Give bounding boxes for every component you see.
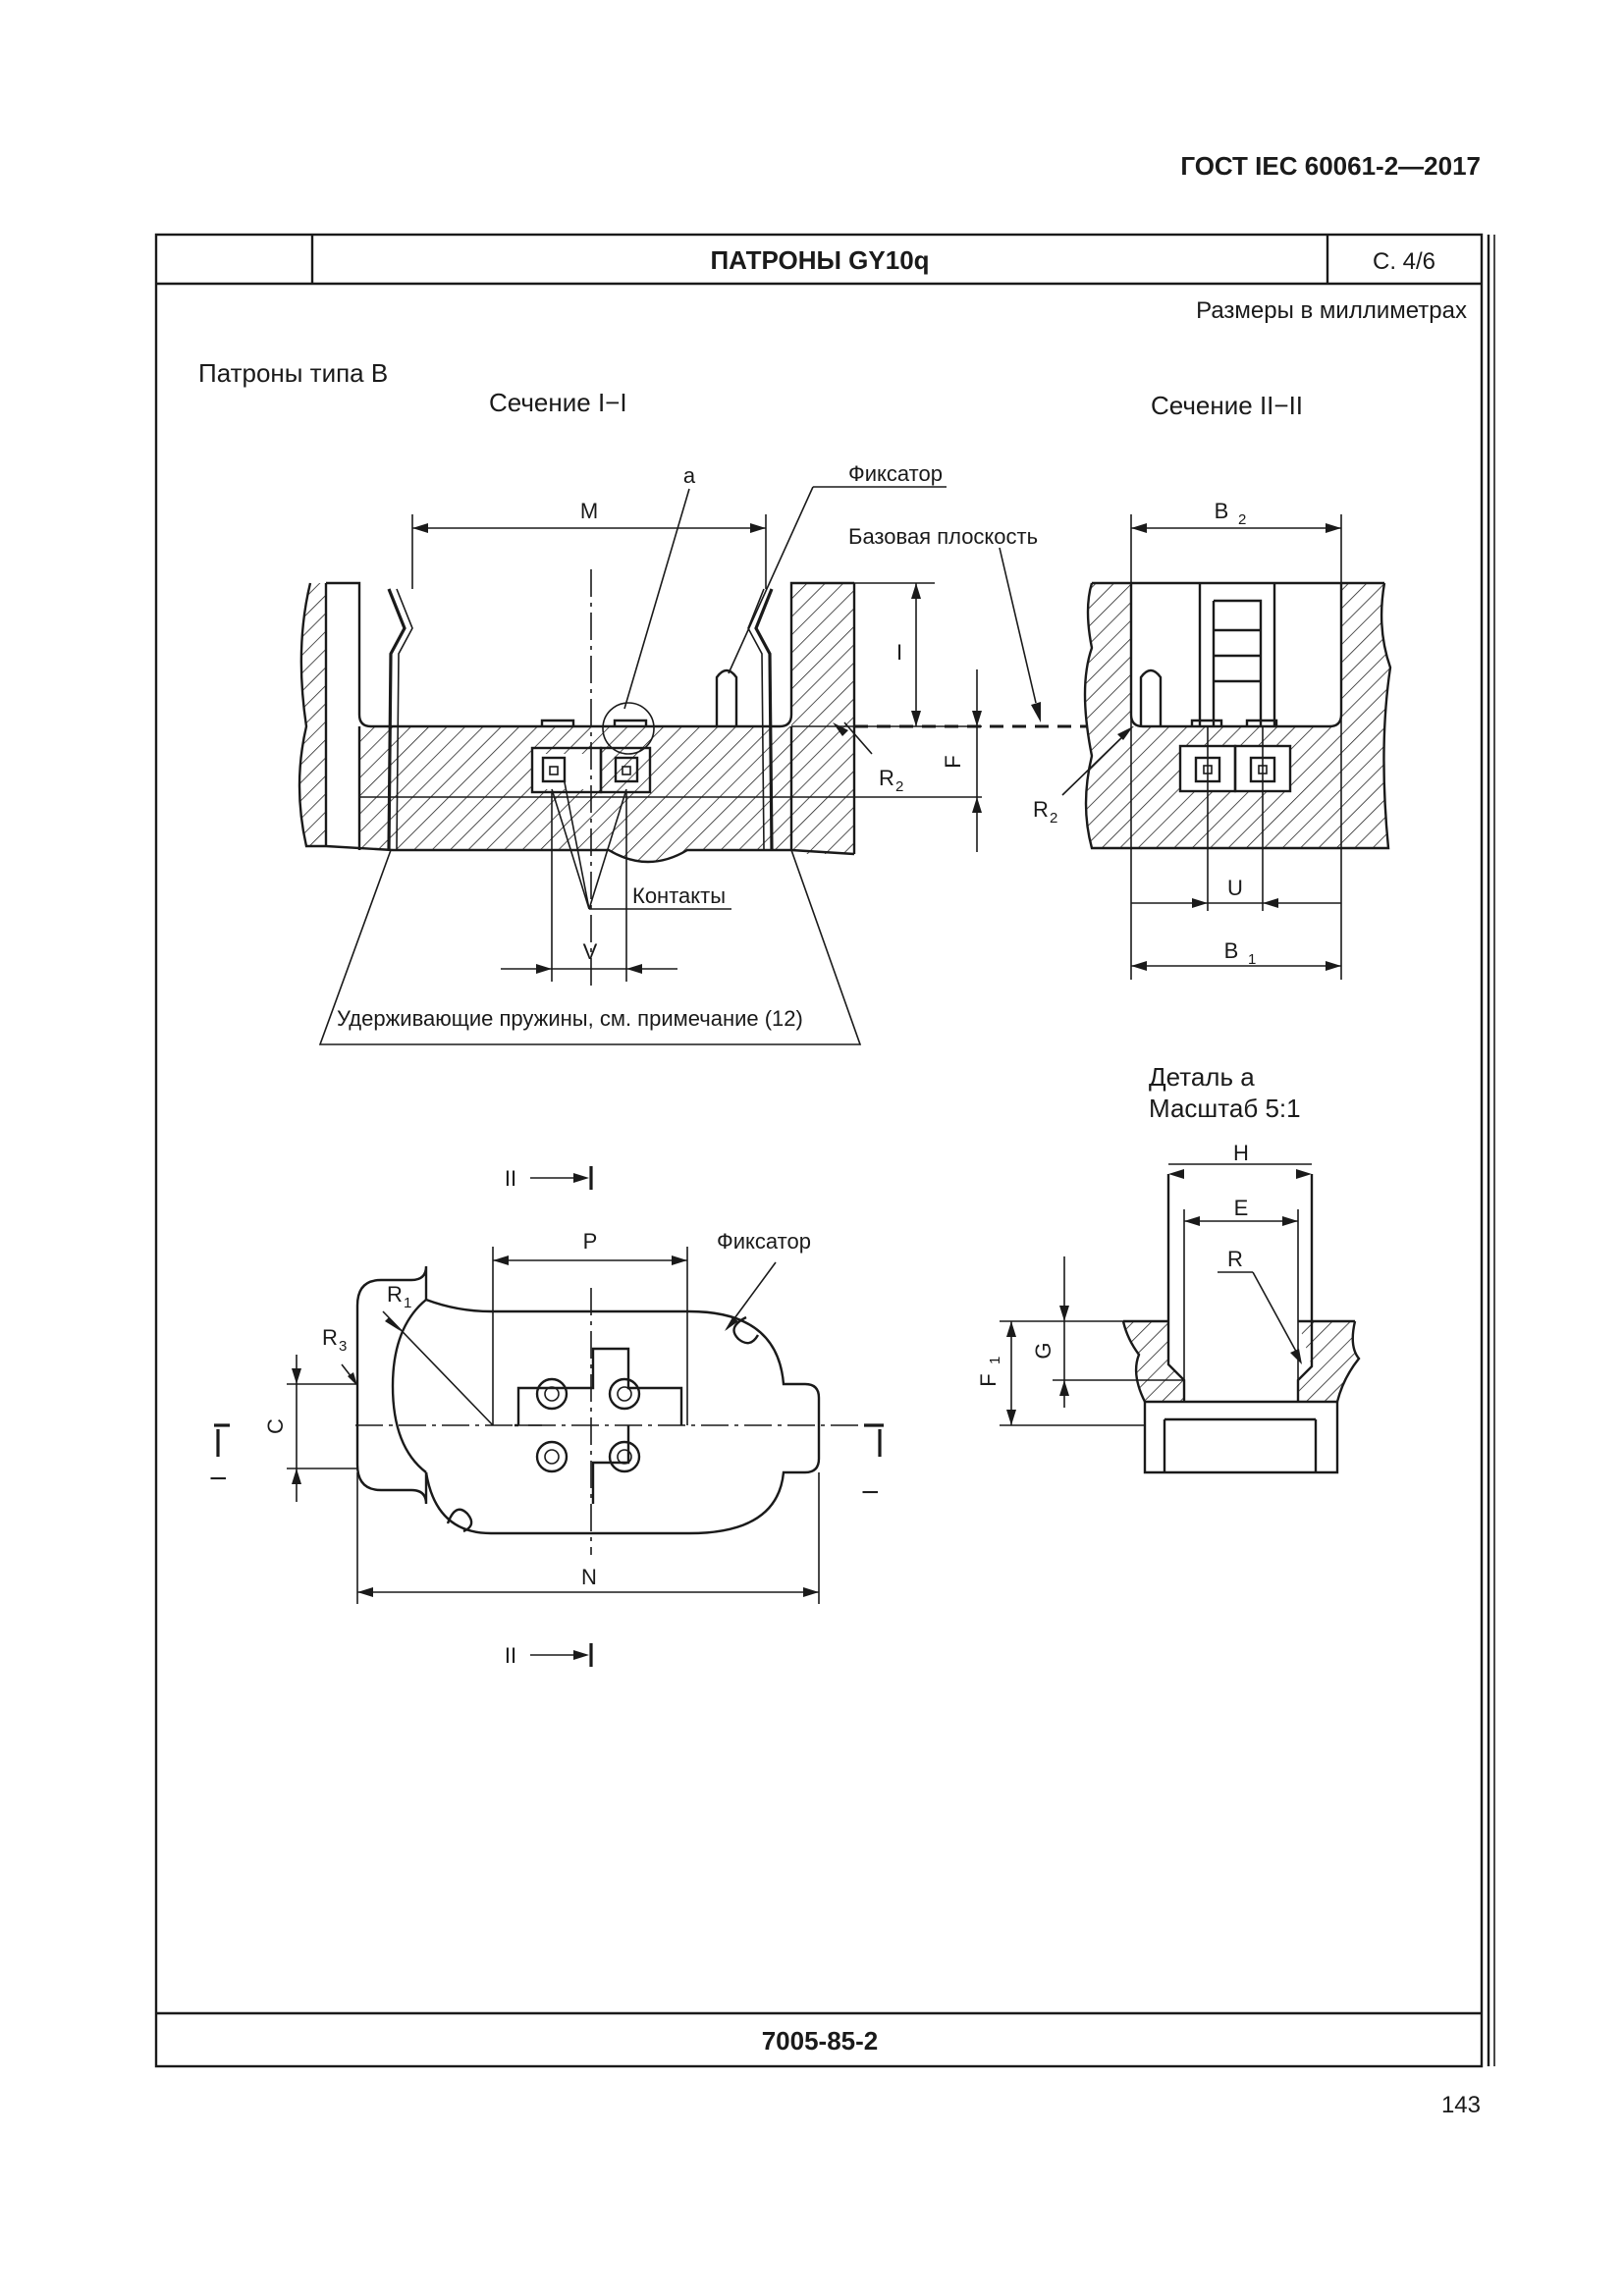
sheet-frame [154, 233, 1495, 2068]
detail-scale: Масштаб 5:1 [1149, 1094, 1301, 1123]
dim-R2-b: R [1033, 797, 1049, 822]
section-mark-I-right: I [858, 1489, 883, 1495]
dim-R3-sub: 3 [339, 1338, 347, 1355]
units-note: Размеры в миллиметрах [1196, 297, 1467, 324]
section-2-drawing [1083, 581, 1392, 911]
springs-label: Удерживающие пружины, см. примечание (12… [337, 1006, 803, 1031]
section-2-dimensions [1061, 514, 1342, 980]
dim-C: C [263, 1418, 288, 1434]
page-number: 143 [1441, 2092, 1481, 2118]
base-plane-label: Базовая плоскость [848, 524, 1038, 549]
dim-B1-sub: 1 [1248, 951, 1256, 968]
dim-B2-sub: 2 [1238, 511, 1246, 528]
dim-I: I [896, 640, 902, 665]
section-1-dimensions [411, 514, 982, 982]
dim-F: F [941, 755, 965, 768]
dim-E: E [1234, 1196, 1249, 1220]
dim-N: N [581, 1565, 597, 1589]
section-2-markers [530, 1166, 593, 1667]
sheet-number: С. 4/6 [1373, 248, 1435, 275]
dim-G: G [1031, 1342, 1056, 1359]
lock-label: Фиксатор [848, 461, 943, 486]
dim-U: U [1227, 876, 1243, 900]
section-2-caption: Сечение II−II [1151, 391, 1303, 420]
section-1-callouts [318, 486, 1041, 1045]
section-mark-II-top: II [505, 1166, 516, 1191]
section-1-caption: Сечение I−I [489, 388, 627, 417]
dim-R: R [1227, 1247, 1243, 1271]
standard-header: ГОСТ IEC 60061-2—2017 [1180, 151, 1481, 181]
sheet-title: ПАТРОНЫ GY10q [710, 245, 929, 275]
plan-view-dimensions [287, 1247, 820, 1604]
dim-R2-a: R [879, 766, 894, 790]
dim-R3: R [322, 1325, 338, 1350]
dim-P: P [583, 1229, 598, 1254]
detail-a-dimensions [1000, 1163, 1312, 1426]
dim-V: V [583, 939, 598, 964]
dim-F1: F [976, 1373, 1001, 1386]
dim-R2-b-sub: 2 [1050, 810, 1057, 827]
lock-label-plan: Фиксатор [717, 1229, 811, 1254]
dim-R2-a-sub: 2 [895, 778, 903, 795]
dim-M: M [580, 499, 598, 523]
dim-B2: B [1215, 499, 1229, 523]
dim-H: H [1233, 1141, 1249, 1165]
detail-mark-a: a [683, 463, 696, 488]
detail-a-caption: Деталь a [1149, 1062, 1255, 1092]
dim-F1-sub: 1 [987, 1357, 1003, 1364]
section-mark-II-bottom: II [505, 1643, 516, 1668]
detail-a-drawing [1121, 1174, 1361, 1474]
plan-view-drawing [214, 1265, 884, 1555]
section-mark-I-left: I [206, 1475, 231, 1481]
dim-R1: R [387, 1282, 403, 1307]
contacts-label: Контакты [632, 883, 726, 908]
section-1-drawing [298, 569, 982, 991]
dim-B1: B [1224, 938, 1239, 963]
sheet-code: 7005-85-2 [762, 2026, 879, 2056]
type-b-caption: Патроны типа B [198, 358, 388, 388]
dim-R1-sub: 1 [404, 1295, 411, 1311]
